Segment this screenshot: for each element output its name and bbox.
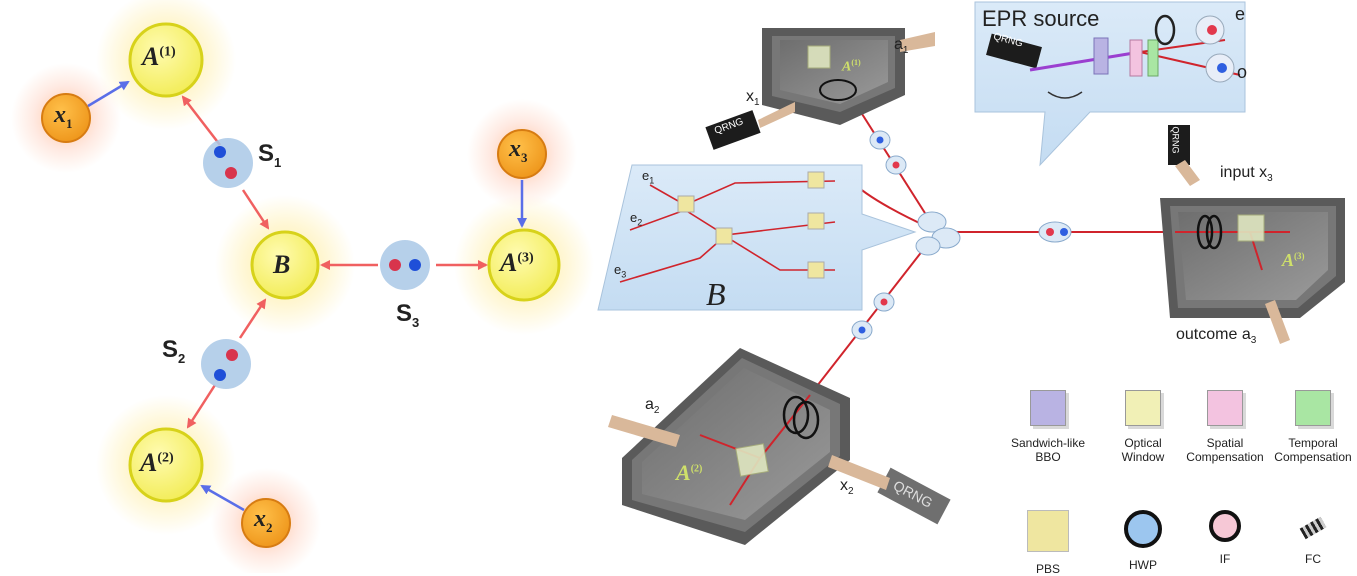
node-x1-label: x1 [54,102,73,131]
node-a3-label: A(3) [500,248,534,277]
box-a1-label: A(1) [842,58,861,75]
a1-output-label: a1 [894,36,909,57]
source-s2 [201,339,251,389]
legend-label: Sandwich-like BBO [1010,436,1086,464]
qrng-x3-label: QRNG [1170,126,1181,154]
spatial-compensation-icon [1207,390,1243,426]
qrng-x2 [877,467,951,525]
pbs-icon [1027,510,1069,552]
fc-icon [1299,516,1327,540]
measurement-b-label: B [706,276,726,312]
edge-x1-a1 [87,80,130,108]
node-x1 [41,93,91,143]
measurement-b-panel [597,164,917,311]
epr-source-title: EPR source [982,6,1100,31]
node-a2-label: A(2) [140,448,174,477]
legend-item-hwp: HWP [1088,510,1198,572]
source-s3-label: S3 [396,300,420,330]
b-output-e2: e2 [630,210,643,228]
source-s1-label: S1 [258,140,282,170]
b-output-e3: e3 [614,262,627,280]
node-a1 [128,22,204,98]
source-s3 [380,240,430,290]
epr-e-label: e [1235,4,1246,24]
legend-label: PBS [1035,562,1060,576]
legend-label: Optical Window [1121,436,1165,464]
epr-source-panel [974,1,1246,167]
a2-output-label: a2 [645,396,660,417]
optical-window-icon [1125,390,1161,426]
node-x2 [241,498,291,548]
legend-item-spatial-compensation: Spatial Compensation [1170,390,1280,464]
if-icon [1209,510,1241,542]
qrng-x1 [705,110,761,150]
edge-x2-a2 [200,484,245,512]
temporal-compensation-icon [1295,390,1331,426]
source-s1 [203,138,253,188]
node-a2 [128,427,204,503]
x2-input-label: x2 [840,477,854,498]
node-x2-label: x2 [254,506,273,535]
box-a3-label: A(3) [1282,250,1305,270]
bbo-icon [1030,390,1066,426]
central-fiber-junction [851,130,1072,340]
node-b [250,230,320,300]
network-graph [11,0,594,573]
legend-label: Temporal Compensation [1274,436,1352,464]
node-x3-label: x3 [509,136,528,165]
node-b-label: B [273,250,291,279]
station-a3-box [1160,198,1345,318]
legend-label: IF [1219,552,1231,566]
qrng-x3 [1168,125,1190,165]
legend-item-fc: FC [1258,510,1357,566]
edge-s1-a1 [181,95,221,146]
input-x3-label: input x3 [1220,164,1273,185]
legend-item-if: IF [1170,510,1280,566]
legend-item-temporal-compensation: Temporal Compensation [1258,390,1357,464]
edge-s2-b [238,298,267,339]
node-a3 [487,228,561,302]
source-s2-label: S2 [162,336,186,366]
node-x3 [497,129,547,179]
qrng-epr [986,33,1042,69]
epr-o-label: o [1237,62,1248,82]
station-a2-box [608,348,850,545]
legend-item-bbo: Sandwich-like BBO [993,390,1103,464]
station-a1-box [762,28,935,125]
box-a2-label: A(2) [676,460,703,485]
legend-label: Spatial Compensation [1186,436,1264,464]
edge-s1-b [241,189,270,230]
hwp-icon [1124,510,1162,548]
node-a1-label: A(1) [142,42,176,71]
outcome-a3-label: outcome a3 [1176,326,1257,347]
legend-item-pbs: PBS [993,510,1103,576]
legend-label: FC [1305,552,1321,566]
b-output-e1: e1 [642,168,655,186]
legend-label: HWP [1129,558,1157,572]
edge-s2-a2 [186,384,217,429]
x1-input-label: x1 [746,88,760,109]
legend-item-optical-window: Optical Window [1088,390,1198,464]
sandwich-bbo [1093,37,1109,75]
